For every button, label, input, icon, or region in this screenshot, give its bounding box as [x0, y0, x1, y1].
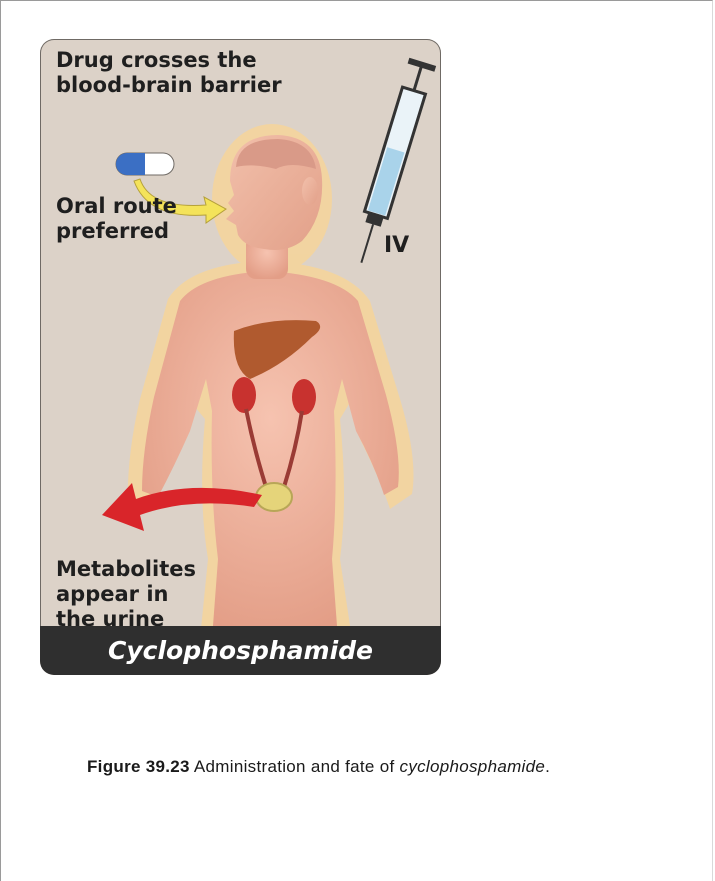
- oral-label-line2: preferred: [56, 219, 177, 244]
- figure-number: Figure 39.23: [87, 757, 190, 776]
- oral-label-line1: Oral route: [56, 194, 177, 219]
- bbb-label-line2: blood-brain barrier: [56, 73, 282, 98]
- kidney-left-icon: [232, 377, 256, 413]
- figure-caption: Figure 39.23 Administration and fate of …: [87, 757, 550, 777]
- caption-drug: cyclophosphamide: [400, 757, 546, 776]
- bbb-label: Drug crosses the blood-brain barrier: [56, 48, 282, 98]
- bbb-label-line1: Drug crosses the: [56, 48, 282, 73]
- cyclophosphamide-figure: Drug crosses the blood-brain barrier Ora…: [40, 39, 441, 675]
- bladder-icon: [256, 483, 292, 511]
- metabolites-label-line2: appear in: [56, 582, 196, 607]
- drug-name: Cyclophosphamide: [108, 636, 373, 665]
- caption-end: .: [545, 757, 550, 776]
- iv-label: IV: [384, 233, 409, 258]
- metabolites-label: Metabolites appear in the urine: [56, 557, 196, 632]
- kidney-right-icon: [292, 379, 316, 415]
- drug-name-bar: Cyclophosphamide: [40, 626, 441, 675]
- capsule-icon: [116, 153, 174, 175]
- caption-text: Administration and fate of: [194, 757, 395, 776]
- metabolites-label-line1: Metabolites: [56, 557, 196, 582]
- oral-label: Oral route preferred: [56, 194, 177, 244]
